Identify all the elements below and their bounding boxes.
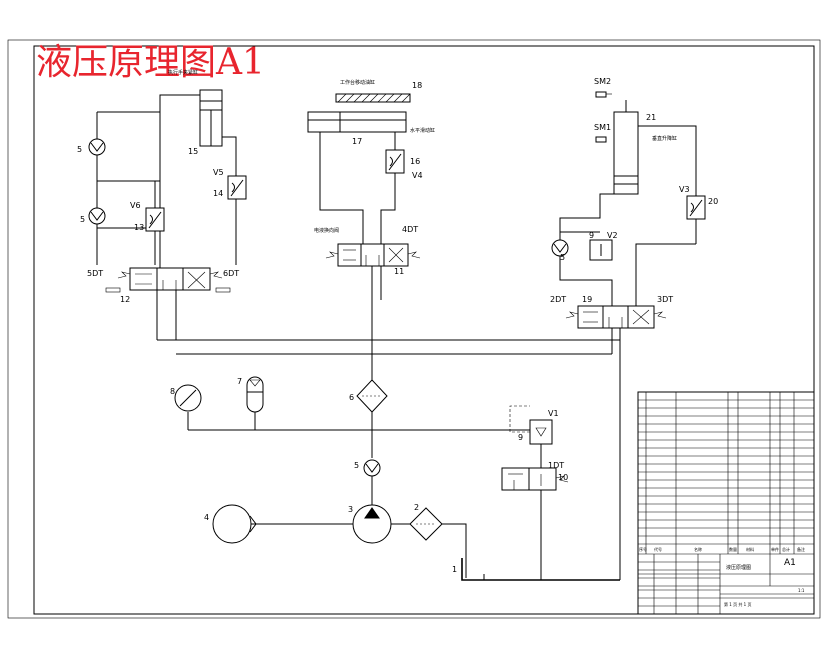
title-block-size: A1 xyxy=(784,558,796,568)
label-1dt: 1DT xyxy=(548,461,564,470)
label-3dt: 3DT xyxy=(657,295,673,304)
label-9: 9 xyxy=(518,433,523,442)
label-14: 14 xyxy=(213,189,223,198)
label-2: 2 xyxy=(414,503,419,512)
header-col-5: 材料 xyxy=(746,546,754,552)
label-5d: 5 xyxy=(354,461,359,470)
header-col-4: 数量 xyxy=(729,546,737,552)
note-electro: 电液换向阀 xyxy=(314,227,339,234)
label-6: 6 xyxy=(349,393,354,402)
label-13: 13 xyxy=(134,223,144,232)
label-sm2: SM2 xyxy=(594,77,611,86)
label-8: 8 xyxy=(170,387,175,396)
label-sm1: SM1 xyxy=(594,123,611,132)
cylinder-17 xyxy=(307,111,407,133)
title-block-sheet: 第 1 页 共 1 页 xyxy=(724,601,751,607)
title-block-name: 液压原理图 xyxy=(726,564,751,571)
label-v4: V4 xyxy=(412,171,423,180)
header-col-1: 序号 xyxy=(639,546,647,552)
label-16: 16 xyxy=(410,157,420,166)
label-4: 4 xyxy=(204,513,209,522)
check-valve-5a xyxy=(88,138,106,156)
header-col-8: 备注 xyxy=(797,546,805,552)
valve-11 xyxy=(337,243,409,267)
label-7: 7 xyxy=(237,377,242,386)
header-col-6: 单件 xyxy=(771,546,779,552)
label-5b: 5 xyxy=(80,215,85,224)
label-v2: V2 xyxy=(607,231,618,240)
label-5c: 5 xyxy=(560,253,565,262)
relief-valve-9 xyxy=(529,419,553,445)
tank-1 xyxy=(461,558,620,581)
note-horizontal: 水平滑动缸 xyxy=(410,127,435,134)
label-v3: V3 xyxy=(679,185,690,194)
cylinder-21 xyxy=(613,111,639,195)
label-10: 10 xyxy=(558,473,568,482)
outer-frame xyxy=(7,39,821,619)
title-block xyxy=(637,391,815,615)
label-5dt: 5DT xyxy=(87,269,103,278)
valve-19 xyxy=(577,305,655,329)
label-v6: V6 xyxy=(130,201,141,210)
label-11: 11 xyxy=(394,267,404,276)
header-col-2: 代号 xyxy=(654,546,662,552)
label-v1: V1 xyxy=(548,409,559,418)
note-actuator: 执行手夹紧缸 xyxy=(168,69,198,76)
header-col-7: 总计 xyxy=(782,546,790,552)
label-20: 20 xyxy=(708,197,718,206)
label-v5: V5 xyxy=(213,168,224,177)
title-block-scale: 1:1 xyxy=(798,588,805,593)
label-19: 19 xyxy=(582,295,592,304)
worktable-18 xyxy=(335,93,411,103)
label-21: 21 xyxy=(646,113,656,122)
header-col-3: 名称 xyxy=(694,546,702,552)
check-valve-5b xyxy=(88,207,106,225)
accumulator-7 xyxy=(246,376,264,413)
label-9-right: 9 xyxy=(589,231,594,240)
label-4dt: 4DT xyxy=(402,225,418,234)
label-1: 1 xyxy=(452,565,457,574)
check-valve-5d xyxy=(363,459,381,477)
inner-frame xyxy=(33,45,815,615)
diagram-title: 液压原理图A1 xyxy=(36,42,265,83)
label-18: 18 xyxy=(412,81,422,90)
label-17: 17 xyxy=(352,137,362,146)
label-3: 3 xyxy=(348,505,353,514)
label-15: 15 xyxy=(188,147,198,156)
note-vertical: 垂直升降缸 xyxy=(652,135,677,142)
label-5a: 5 xyxy=(77,145,82,154)
note-worktable: 工作台移动油缸 xyxy=(340,79,375,86)
motor-4 xyxy=(212,504,252,544)
label-6dt: 6DT xyxy=(223,269,239,278)
label-2dt: 2DT xyxy=(550,295,566,304)
label-12: 12 xyxy=(120,295,130,304)
